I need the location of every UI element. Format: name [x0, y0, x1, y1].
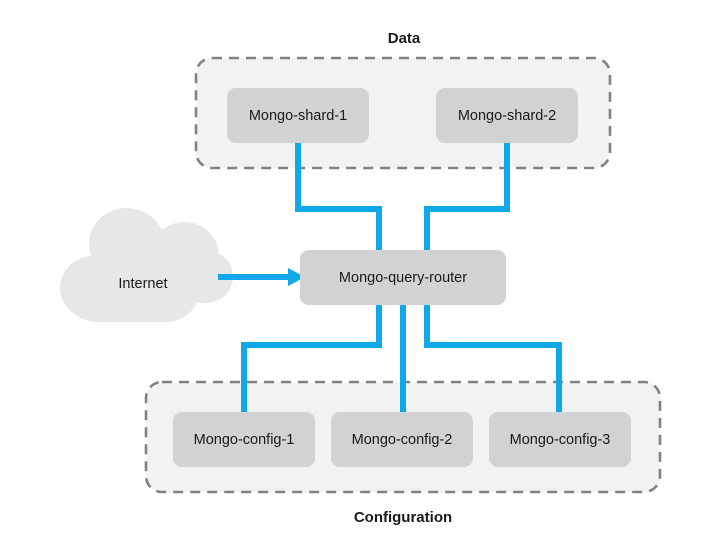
node-mongo-shard-1-box[interactable] — [227, 88, 369, 143]
connection-router-to-config3 — [424, 303, 562, 414]
group-configuration-label: Configuration — [354, 509, 452, 526]
node-mongo-config-2-box[interactable] — [331, 412, 473, 467]
connection-shard1-to-router — [295, 143, 382, 252]
node-mongo-config-1[interactable]: Mongo-config-1 — [173, 412, 315, 467]
connections-layer — [241, 143, 562, 414]
node-mongo-shard-1-label: Mongo-shard-1 — [249, 108, 347, 124]
internet-cloud-label: Internet — [118, 276, 167, 292]
node-mongo-config-2-label: Mongo-config-2 — [352, 432, 453, 448]
connection-shard2-to-router — [424, 143, 510, 252]
node-mongo-shard-2-label: Mongo-shard-2 — [458, 108, 556, 124]
node-mongo-query-router[interactable]: Mongo-query-router — [300, 250, 506, 305]
node-mongo-config-3[interactable]: Mongo-config-3 — [489, 412, 631, 467]
connection-router-to-config1 — [241, 303, 382, 414]
cloud-icon — [60, 208, 233, 322]
node-mongo-shard-1[interactable]: Mongo-shard-1 — [227, 88, 369, 143]
node-mongo-config-1-label: Mongo-config-1 — [194, 432, 295, 448]
node-mongo-query-router-label: Mongo-query-router — [339, 270, 467, 286]
node-mongo-query-router-box[interactable] — [300, 250, 506, 305]
node-mongo-shard-2-box[interactable] — [436, 88, 578, 143]
node-mongo-shard-2[interactable]: Mongo-shard-2 — [436, 88, 578, 143]
group-data-label: Data — [388, 30, 421, 47]
connection-internet-to-router — [218, 268, 305, 286]
node-mongo-config-3-box[interactable] — [489, 412, 631, 467]
nodes-layer: Mongo-shard-1 Mongo-shard-2 Mongo-query-… — [173, 88, 631, 467]
node-mongo-config-3-label: Mongo-config-3 — [510, 432, 611, 448]
internet-cloud: Internet — [60, 208, 233, 322]
node-mongo-config-1-box[interactable] — [173, 412, 315, 467]
node-mongo-config-2[interactable]: Mongo-config-2 — [331, 412, 473, 467]
internet-arrow-head — [288, 268, 305, 286]
